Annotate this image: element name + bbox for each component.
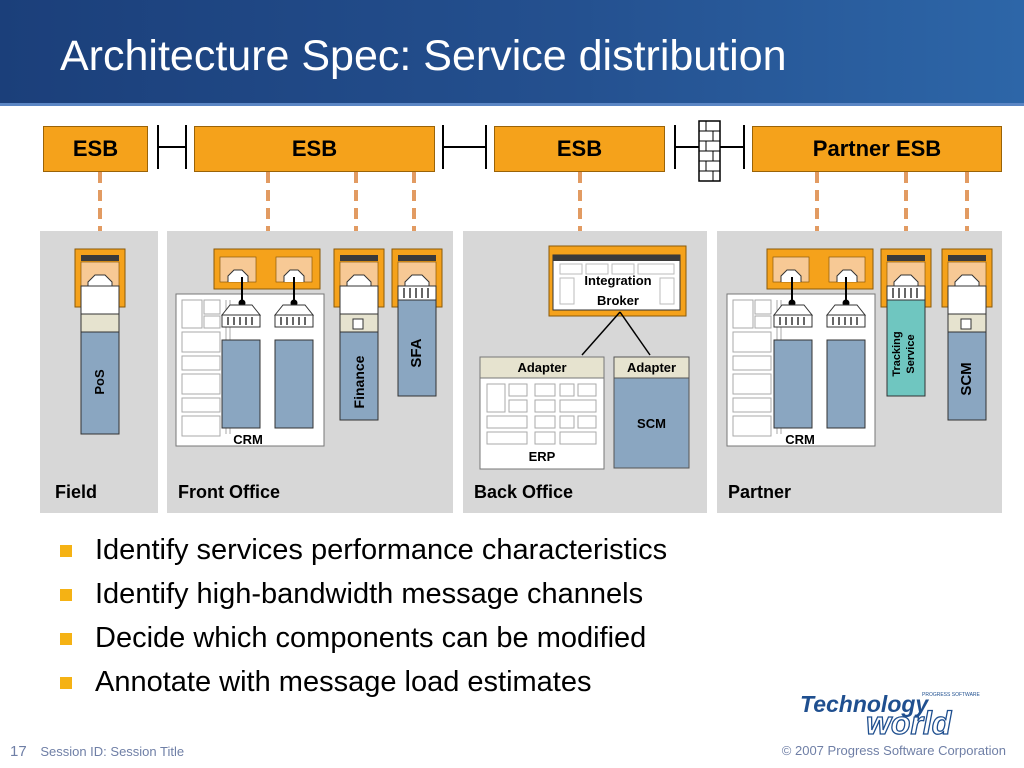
esb-back-office-bus: ESB [494, 126, 665, 172]
tracking-service-label-line1: Tracking [891, 331, 903, 377]
sfa-service [391, 248, 443, 397]
logo-line2: world [866, 705, 953, 738]
crm-partner-label: CRM [785, 432, 815, 447]
erp-app [479, 356, 605, 470]
bullet-item: Identify high-bandwidth message channels [60, 572, 820, 616]
integration-broker-label-line1: Integration [584, 273, 652, 288]
adapter-scm-label: Adapter [626, 360, 677, 375]
bullet-marker-icon [60, 633, 72, 645]
sfa-label: SFA [408, 338, 425, 368]
esb-partner-bus: Partner ESB [752, 126, 1002, 172]
adapter-erp-label: Adapter [517, 360, 567, 375]
crm-front-office-label: CRM [233, 432, 263, 447]
zone-field-label: Field [55, 482, 98, 502]
tracking-service-label-line2: Service [905, 334, 917, 374]
tracking-service-label: Tracking Service [890, 314, 922, 394]
logo-tagline: PROGRESS SOFTWARE [922, 692, 981, 698]
zone-partner-label: Partner [728, 482, 792, 502]
zone-front-office-label: Front Office [178, 482, 280, 502]
slide-title: Architecture Spec: Service distribution [60, 32, 787, 80]
bullet-marker-icon [60, 545, 72, 557]
banner-rule [0, 103, 1024, 106]
esb-front-office-bus: ESB [194, 126, 435, 172]
footer-left: 17 Session ID: Session Title [10, 743, 184, 760]
integration-broker-label-line2: Broker [597, 293, 639, 308]
erp-label: ERP [528, 449, 556, 464]
technology-world-logo: Technology PROGRESS SOFTWARE world [800, 691, 981, 738]
bus-connectors [98, 120, 969, 236]
zone-back-office-label: Back Office [474, 482, 574, 502]
logo-line1: Technology [800, 691, 929, 717]
pos-label: PoS [92, 369, 107, 395]
tracking-service [880, 248, 932, 397]
bullet-text: Decide which components can be modified [95, 621, 647, 654]
pos-service [74, 248, 126, 435]
bullet-list: Identify services performance characteri… [60, 528, 820, 704]
bullet-marker-icon [60, 589, 72, 601]
slide-number: 17 [10, 743, 27, 760]
bullet-text: Identify high-bandwidth message channels [95, 577, 644, 610]
service-diagram [74, 245, 993, 470]
firewall-icon [698, 120, 721, 182]
bullet-text: Annotate with message load estimates [95, 665, 592, 698]
integration-broker [548, 245, 687, 356]
bullet-item: Decide which components can be modified [60, 616, 820, 660]
esb-field-bus: ESB [43, 126, 148, 172]
bullet-item: Identify services performance characteri… [60, 528, 820, 572]
finance-label: Finance [351, 355, 367, 409]
integration-broker-label: Integration Broker [556, 271, 680, 311]
title-banner: Architecture Spec: Service distribution [0, 0, 1024, 106]
scm-back-office-app [613, 356, 690, 469]
finance-service [333, 248, 385, 421]
scm-partner-service [941, 248, 993, 421]
bullet-text: Identify services performance characteri… [95, 533, 668, 566]
crm-front-office-app [175, 248, 325, 447]
scm-back-office-label: SCM [637, 416, 666, 431]
crm-partner-app [726, 248, 876, 447]
bullet-marker-icon [60, 677, 72, 689]
copyright-notice: © 2007 Progress Software Corporation [781, 743, 1006, 758]
bullet-item: Annotate with message load estimates [60, 660, 820, 704]
session-title: Session ID: Session Title [40, 744, 185, 759]
scm-partner-label: SCM [958, 362, 975, 396]
